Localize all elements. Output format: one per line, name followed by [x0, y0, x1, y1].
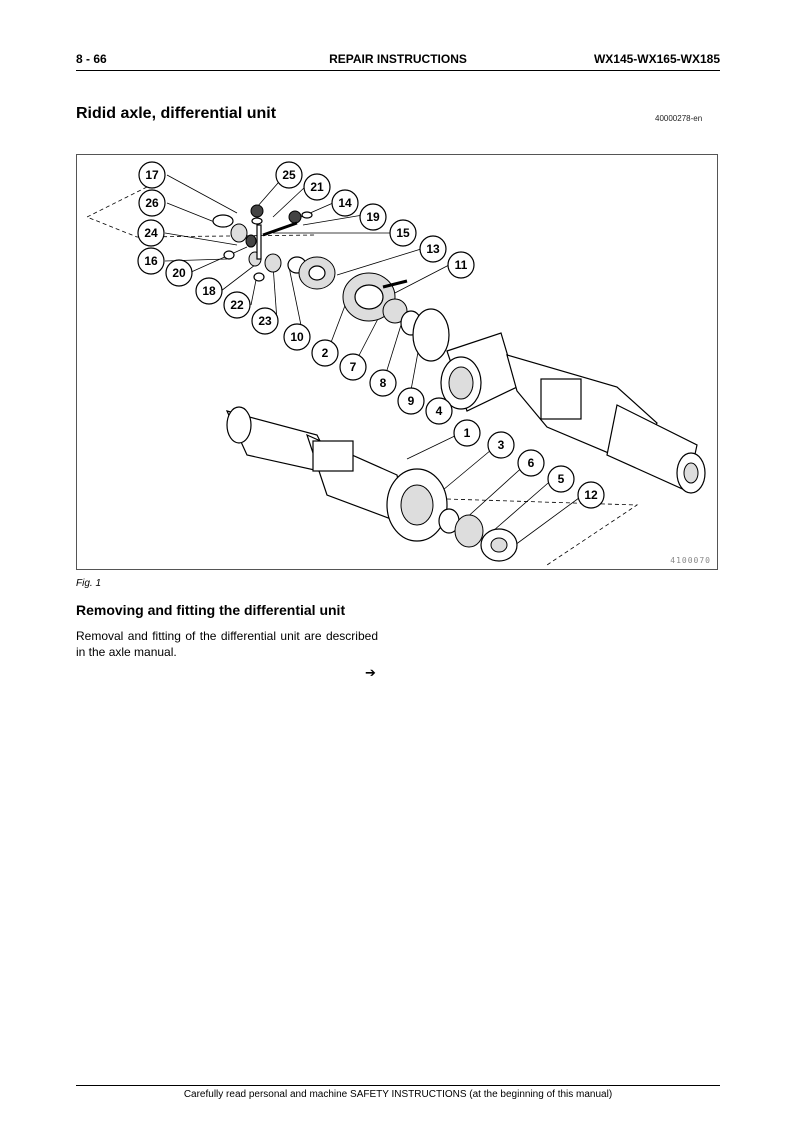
svg-text:11: 11	[455, 258, 468, 272]
svg-text:19: 19	[366, 210, 380, 224]
callout-6: 6	[517, 449, 545, 477]
callout-18: 18	[195, 277, 223, 305]
svg-text:24: 24	[144, 226, 158, 240]
svg-text:23: 23	[258, 314, 272, 328]
callout-labels: 17 26 24 16 20 18 22 23 25 21 14 19 15 1…	[137, 161, 605, 509]
svg-text:15: 15	[396, 226, 410, 240]
callout-23: 23	[251, 307, 279, 335]
svg-text:3: 3	[498, 438, 505, 452]
page-header: 8 - 66 REPAIR INSTRUCTIONS WX145-WX165-W…	[76, 52, 720, 70]
body-paragraph: Removal and fitting of the differential …	[76, 629, 378, 659]
svg-text:13: 13	[426, 242, 440, 256]
callout-17: 17	[138, 161, 166, 189]
svg-text:18: 18	[202, 284, 216, 298]
callout-16: 16	[137, 247, 165, 275]
svg-text:16: 16	[144, 254, 158, 268]
callout-22: 22	[223, 291, 251, 319]
callout-2: 2	[311, 339, 339, 367]
callout-21: 25	[275, 161, 303, 189]
callout-1: 1	[453, 419, 481, 447]
callout-20: 20	[165, 259, 193, 287]
svg-text:10: 10	[290, 330, 304, 344]
safety-footer: Carefully read personal and machine SAFE…	[183, 1089, 613, 1100]
left-axle-housing	[225, 406, 518, 562]
svg-text:20: 20	[172, 266, 186, 280]
figure-caption: Fig. 1	[76, 578, 102, 589]
svg-text:4: 4	[436, 404, 443, 418]
svg-text:2: 2	[322, 346, 329, 360]
svg-text:22: 22	[230, 298, 244, 312]
callout-14: 21	[303, 173, 331, 201]
svg-text:21: 21	[310, 180, 324, 194]
page-title: Ridid axle, differential unit	[76, 105, 277, 122]
section-heading: Removing and fitting the differential un…	[76, 602, 346, 618]
right-axle-housing	[440, 332, 706, 494]
callout-10: 11	[447, 251, 475, 279]
exploded-view-figure: 17 26 24 16 20 18 22 23 25 21 14 19 15 1…	[76, 154, 718, 570]
figure-code: 4100070	[670, 556, 711, 565]
leader-lines	[164, 174, 584, 546]
svg-text:26: 26	[145, 196, 159, 210]
svg-text:12: 12	[584, 488, 598, 502]
callout-19: 14	[331, 189, 359, 217]
footer-rule	[76, 1085, 720, 1086]
callout-26: 26	[138, 189, 166, 217]
assembly-axis-upper	[86, 186, 318, 238]
svg-text:14: 14	[338, 196, 352, 210]
callout-11: 13	[419, 235, 447, 263]
model-list: WX145-WX165-WX185	[593, 52, 720, 66]
callout-15: 19	[359, 203, 387, 231]
callout-24: 24	[137, 219, 165, 247]
assembly-axis-lower	[446, 498, 639, 566]
callout-5: 5	[547, 465, 575, 493]
callout-9: 9	[397, 387, 425, 415]
callout-4: 4	[425, 397, 453, 425]
continue-arrow-icon: ➔	[365, 665, 376, 680]
document-id: 40000278-en	[655, 114, 703, 123]
exploded-view-drawing: 17 26 24 16 20 18 22 23 25 21 14 19 15 1…	[86, 161, 706, 566]
svg-text:25: 25	[282, 168, 296, 182]
callout-8: 8	[369, 369, 397, 397]
svg-text:6: 6	[528, 456, 535, 470]
differential-small-parts	[212, 204, 313, 282]
callout-13: 15	[389, 219, 417, 247]
header-rule	[76, 70, 720, 71]
section-title: REPAIR INSTRUCTIONS	[329, 52, 467, 66]
svg-text:7: 7	[350, 360, 357, 374]
callout-25: 10	[283, 323, 311, 351]
svg-text:1: 1	[464, 426, 471, 440]
callout-12: 12	[577, 481, 605, 509]
callout-3: 3	[487, 431, 515, 459]
page-number: 8 - 66	[76, 52, 107, 66]
callout-7: 7	[339, 353, 367, 381]
svg-text:9: 9	[408, 394, 415, 408]
differential-housing-parts	[298, 256, 450, 362]
svg-text:17: 17	[145, 168, 159, 182]
svg-text:8: 8	[380, 376, 387, 390]
svg-text:5: 5	[558, 472, 565, 486]
